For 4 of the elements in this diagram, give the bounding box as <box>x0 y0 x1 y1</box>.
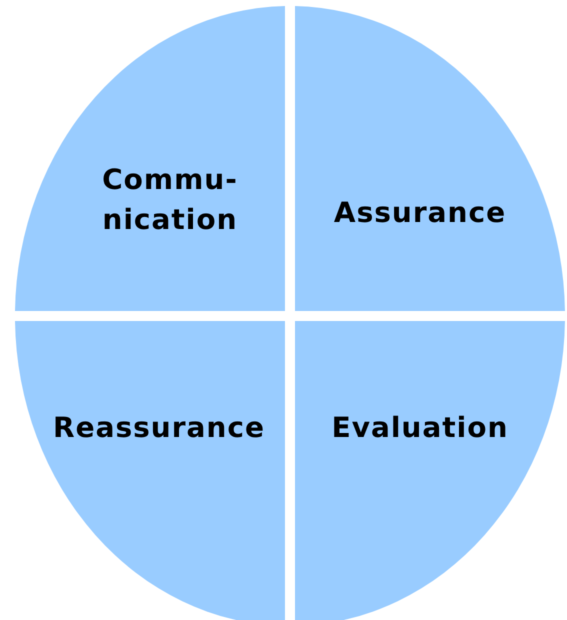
segment-label: Assurance <box>332 194 508 231</box>
segment-label: Evaluation <box>330 410 510 446</box>
segment-label: Commu- nication <box>101 162 239 238</box>
segment-label: Reassurance <box>52 410 266 446</box>
